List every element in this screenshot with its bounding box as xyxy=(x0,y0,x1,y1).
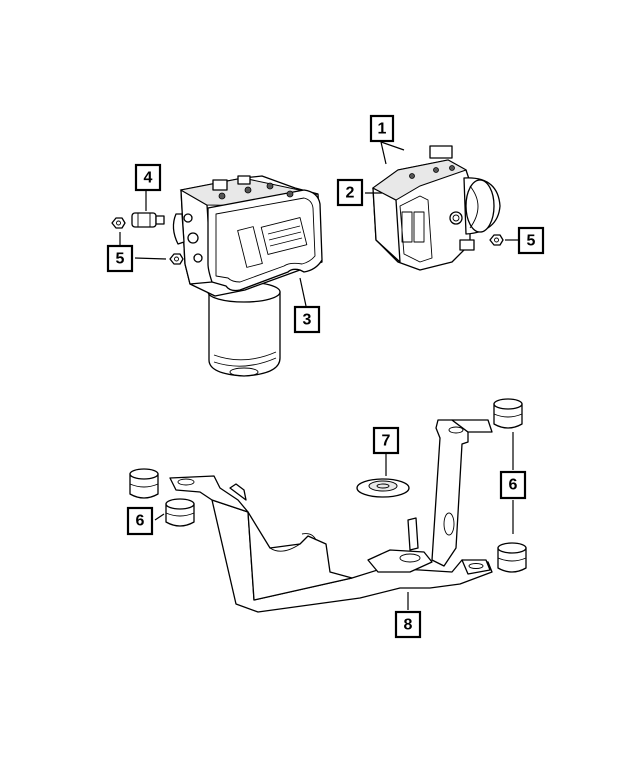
callout-3-label: 3 xyxy=(303,312,312,329)
callout-5-right-label: 5 xyxy=(527,233,536,250)
bushing-part-4 xyxy=(131,212,165,228)
callout-2-label: 2 xyxy=(346,185,355,202)
callout-6-left-label: 6 xyxy=(136,513,145,530)
grommet-part-7 xyxy=(356,478,410,498)
abs-module-right xyxy=(372,145,501,271)
bracket-part-8 xyxy=(169,419,493,613)
nut-part-5-left-lower xyxy=(169,253,184,265)
isolator-part-6-upper-left xyxy=(129,468,159,499)
leader-lines xyxy=(119,141,518,610)
abs-module-left xyxy=(172,175,323,377)
callout-6-left: 6 xyxy=(126,506,154,536)
callout-2: 2 xyxy=(336,178,364,207)
callout-1-label: 1 xyxy=(378,121,387,138)
callout-5-left-label: 5 xyxy=(116,251,125,268)
callout-6-right: 6 xyxy=(499,470,527,500)
nut-part-5-right xyxy=(489,234,504,246)
callout-7: 7 xyxy=(372,426,400,455)
callout-4: 4 xyxy=(134,163,162,192)
callout-7-label: 7 xyxy=(382,433,391,450)
callout-3: 3 xyxy=(293,305,321,334)
isolator-part-6-lower-left xyxy=(165,498,195,527)
callout-5-left: 5 xyxy=(106,244,134,273)
callout-6-right-label: 6 xyxy=(509,477,518,494)
nut-part-5-left-upper xyxy=(111,217,126,229)
callout-5-right: 5 xyxy=(517,226,545,255)
callout-8: 8 xyxy=(394,610,422,639)
callout-8-label: 8 xyxy=(404,617,413,634)
callout-1: 1 xyxy=(369,114,395,143)
callout-4-label: 4 xyxy=(144,170,153,187)
isolator-part-6-upper-right xyxy=(493,398,523,429)
isolator-part-6-lower-right xyxy=(497,542,527,573)
